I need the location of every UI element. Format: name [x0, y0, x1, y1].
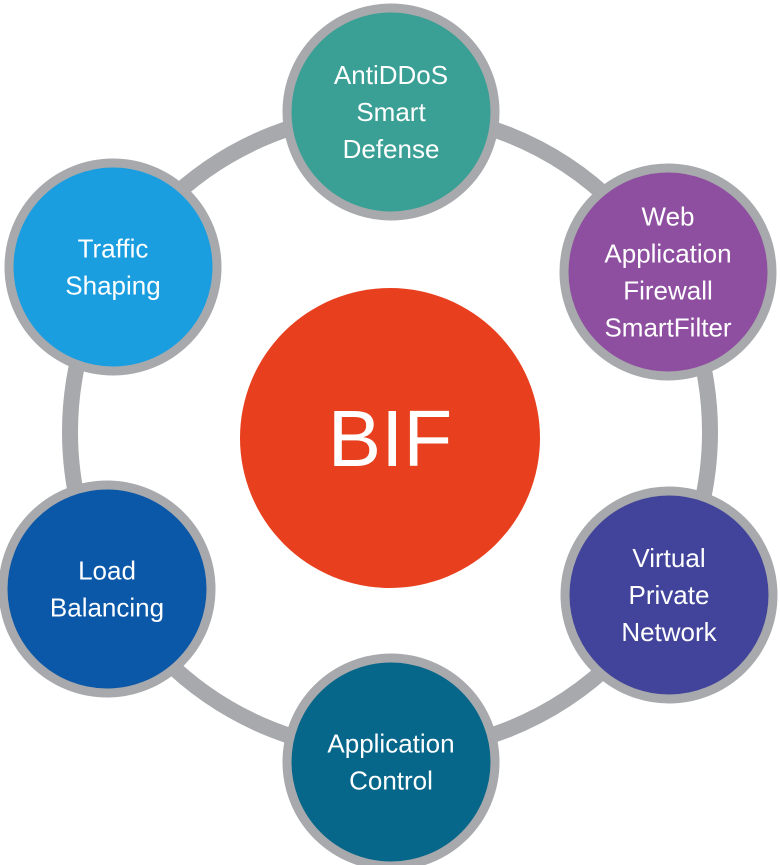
- node-label-vpn-line-2: Private: [629, 580, 710, 610]
- node-label-waf-line-4: SmartFilter: [604, 313, 731, 343]
- node-circle-vpn: [560, 486, 778, 704]
- node-circle-app-control: [282, 653, 500, 865]
- node-label-antiddos-line-1: AntiDDoS: [334, 60, 448, 90]
- node-label-load-balancing-line-2: Balancing: [50, 593, 164, 623]
- center-node: BIF: [240, 288, 540, 588]
- node-label-waf-line-3: Firewall: [623, 276, 713, 306]
- node-label-vpn-line-1: Virtual: [632, 543, 705, 573]
- node-circle-load-balancing: [0, 480, 216, 698]
- node-label-app-control-line-1: Application: [327, 729, 454, 759]
- node-label-traffic-shaping-line-1: Traffic: [78, 234, 149, 264]
- node-circle-traffic-shaping: [4, 158, 222, 376]
- node-label-antiddos-line-2: Smart: [356, 97, 426, 127]
- node-label-waf-line-2: Application: [604, 239, 731, 269]
- node-label-app-control-line-2: Control: [349, 766, 433, 796]
- node-circle-antiddos: [282, 3, 500, 221]
- node-label-waf-line-1: Web: [642, 202, 695, 232]
- node-label-load-balancing-line-1: Load: [78, 556, 136, 586]
- node-label-traffic-shaping-line-2: Shaping: [65, 271, 160, 301]
- center-circle: [240, 288, 540, 588]
- node-label-antiddos-line-3: Defense: [343, 134, 440, 164]
- node-circle-waf: [559, 163, 777, 381]
- service-nodes: AntiDDoSSmartDefenseWebApplicationFirewa…: [0, 3, 778, 865]
- node-label-vpn-line-3: Network: [621, 617, 717, 647]
- center-label: BIF: [328, 394, 452, 483]
